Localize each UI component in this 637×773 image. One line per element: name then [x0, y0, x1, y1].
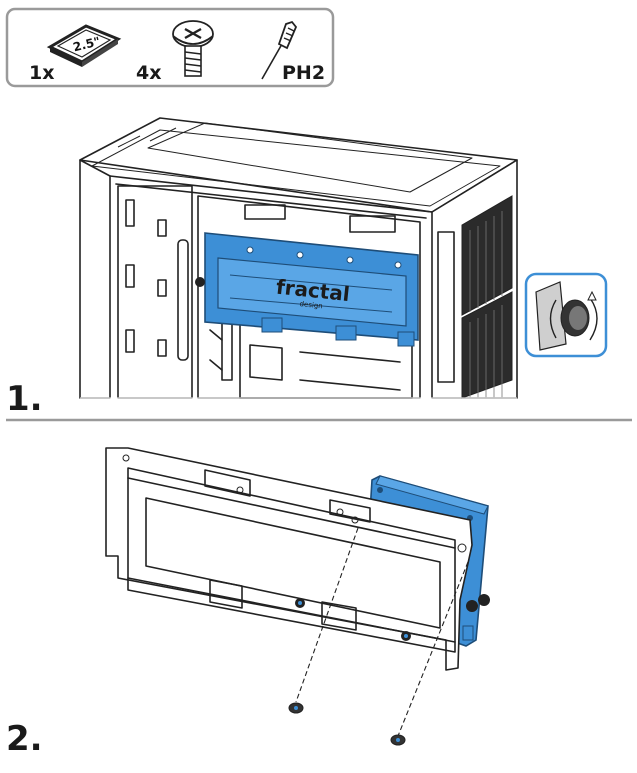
step2-bracket-illustration — [105, 447, 490, 746]
screw-icon — [172, 20, 214, 77]
loose-screw-icon — [288, 702, 304, 714]
bracket-brand-subtext: design — [299, 300, 323, 310]
parts-box: 2.5" 1x 4x PH2 — [5, 7, 335, 88]
ssd-size-label: 2.5" — [72, 34, 102, 54]
ssd-bracket-highlight: fractal design — [195, 232, 419, 347]
ssd-quantity: 1x — [29, 62, 54, 84]
thumbscrew-rotate-icon — [524, 272, 608, 358]
screw-quantity: 4x — [136, 62, 161, 84]
loose-screw-icon — [390, 734, 406, 746]
step1-case-illustration: fractal design — [79, 117, 518, 399]
screwdriver-icon — [261, 20, 298, 80]
ssd-drive-icon: 2.5" — [46, 24, 122, 67]
step-2-number: 2. — [6, 719, 43, 759]
front-mesh — [461, 195, 513, 399]
tool-label: PH2 — [282, 62, 325, 84]
step-1-number: 1. — [6, 379, 43, 419]
